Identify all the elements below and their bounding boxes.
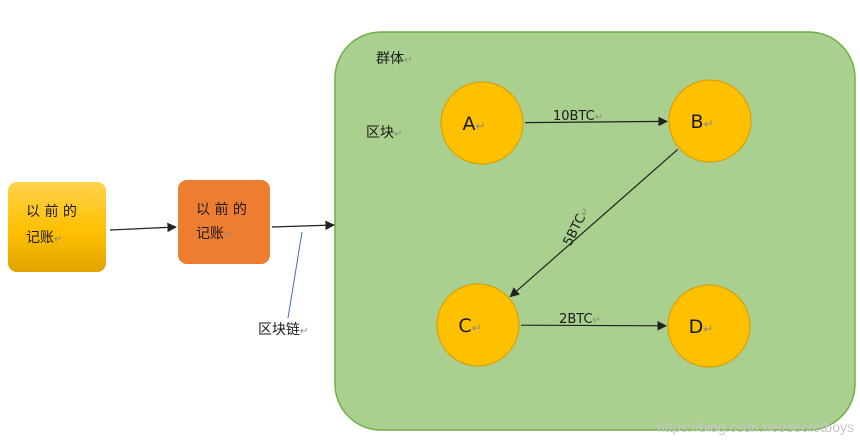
old-ledger-box-2: [178, 180, 270, 264]
group-box: [334, 31, 856, 431]
chain-arrow-1: [109, 222, 177, 233]
chain-arrow-2: [271, 220, 335, 231]
chain-label: 区块链↵: [258, 322, 308, 338]
node-label-a: A↵: [462, 113, 485, 135]
node-a: [440, 81, 524, 165]
chain-callout-line: [287, 231, 303, 319]
node-c: [436, 283, 520, 367]
old-ledger-2-line1: 以 前 的: [196, 201, 247, 218]
node-d: [667, 284, 751, 368]
old-ledger-2-line2: 记账↵: [196, 226, 232, 242]
edge-label-C-D: 2BTC↵: [559, 312, 601, 327]
node-label-c: C↵: [458, 315, 481, 337]
watermark: https://blog.csdn.net/secretboys: [657, 419, 854, 435]
node-label-b: B↵: [690, 111, 713, 133]
edge-B-C: [509, 148, 679, 298]
group-label: 群体↵: [376, 51, 412, 67]
node-b: [668, 79, 752, 163]
edge-C-D: [520, 320, 667, 331]
old-ledger-box-1: [8, 182, 106, 272]
block-label: 区块↵: [366, 125, 402, 141]
edge-A-B: [524, 116, 668, 127]
old-ledger-1-line2: 记账↵: [26, 230, 62, 246]
edge-label-A-B: 10BTC↵: [553, 109, 603, 124]
node-label-d: D↵: [689, 316, 714, 338]
old-ledger-1-line1: 以 前 的: [26, 203, 77, 220]
